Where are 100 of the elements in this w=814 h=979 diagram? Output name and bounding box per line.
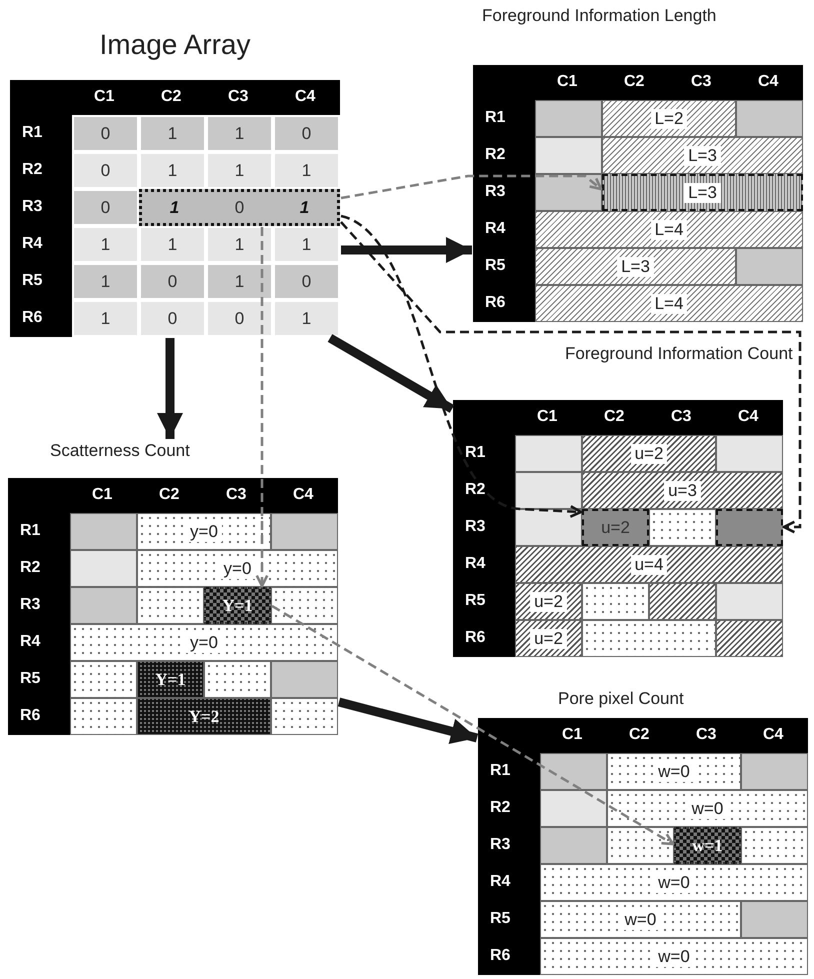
- cell-value: 1: [100, 308, 110, 328]
- row-header: R4: [22, 235, 42, 253]
- dashed-arrow: [340, 221, 802, 534]
- row-header: R1: [485, 109, 506, 127]
- column-header: C4: [295, 88, 316, 106]
- column-header: C1: [557, 73, 578, 91]
- cell-value: 0: [100, 198, 110, 218]
- cell-value: u=2: [601, 518, 630, 538]
- column-header: C4: [763, 726, 784, 744]
- column-header: C3: [691, 73, 712, 91]
- row-header: R1: [465, 444, 486, 462]
- column-header: C3: [226, 486, 246, 504]
- column-header: C4: [293, 486, 314, 504]
- row-header: R6: [485, 294, 506, 312]
- arrow: [157, 338, 183, 439]
- row-header: R2: [22, 161, 42, 179]
- cell-value: 1: [302, 160, 312, 180]
- cell-value: 0: [100, 160, 110, 180]
- row-header: R5: [20, 670, 40, 688]
- cell-value: w=1: [692, 836, 723, 856]
- row-header: R1: [490, 762, 510, 780]
- column-header: C2: [159, 486, 180, 504]
- column-header: C3: [696, 726, 716, 744]
- row-header: R2: [485, 146, 506, 164]
- row-header: R2: [20, 559, 40, 577]
- column-header: C2: [161, 88, 182, 106]
- cell-value: u=2: [630, 444, 668, 464]
- cell-value: 0: [100, 124, 110, 144]
- arrow: [338, 698, 478, 744]
- cell-value: u=2: [530, 592, 567, 612]
- highlighted-cell: [716, 509, 783, 546]
- row-header: R5: [22, 272, 42, 290]
- cell-value: 1: [234, 272, 244, 292]
- row-header: R1: [22, 124, 42, 142]
- cell-value: y=0: [186, 522, 222, 542]
- row-header: R3: [22, 198, 42, 216]
- cell-value: 0: [302, 124, 312, 144]
- cell-value: 1: [170, 198, 180, 218]
- cell-value: 1: [100, 234, 110, 254]
- row-header: R5: [465, 592, 486, 610]
- column-header: C1: [537, 408, 558, 426]
- cell-value: L=3: [617, 256, 654, 276]
- column-header: C4: [738, 408, 758, 426]
- highlighted-cell: [674, 827, 741, 864]
- row-header: R4: [490, 873, 510, 891]
- table-title: Scatterness Count: [50, 440, 191, 462]
- row-header: R4: [20, 633, 40, 651]
- cell-value: L=4: [650, 220, 688, 240]
- column-header: C3: [228, 88, 248, 106]
- cell-value: w=0: [688, 798, 728, 818]
- row-header: R1: [20, 522, 40, 540]
- row-header: R4: [465, 555, 486, 573]
- row-header: R2: [490, 799, 510, 817]
- cell-value: u=3: [664, 480, 701, 500]
- cell-value: 1: [168, 234, 178, 254]
- cell-value: L=3: [684, 146, 721, 166]
- row-header: R2: [465, 481, 486, 499]
- table-title: Pore pixel Count: [558, 688, 685, 710]
- highlighted-cell: [139, 189, 340, 226]
- table-title: Foreground Information Length: [482, 5, 718, 27]
- cell-value: 1: [100, 272, 110, 292]
- cell-value: y=0: [220, 558, 256, 578]
- column-header: C2: [604, 408, 624, 426]
- row-header: R6: [490, 947, 510, 965]
- dashed-arrow: [340, 214, 582, 518]
- row-header: R6: [22, 309, 42, 327]
- row-header: R6: [20, 707, 40, 725]
- cell-value: u=4: [630, 554, 668, 574]
- table-title: Foreground Information Count: [565, 343, 794, 365]
- column-header: C2: [629, 726, 650, 744]
- cell-value: 1: [300, 198, 310, 218]
- cell-value: 0: [234, 198, 244, 218]
- column-header: C2: [624, 73, 644, 91]
- cell-value: 1: [168, 124, 178, 144]
- cell-value: 1: [234, 160, 244, 180]
- cell-value: u=2: [530, 628, 567, 648]
- row-header: R3: [490, 836, 510, 854]
- cell-value: 0: [302, 272, 312, 292]
- arrow: [341, 237, 472, 263]
- column-header: C4: [758, 73, 778, 91]
- cell-value: 1: [302, 308, 312, 328]
- row-header: R3: [465, 518, 486, 536]
- row-header: R3: [20, 596, 40, 614]
- cell-value: L=2: [650, 108, 688, 128]
- row-header: R4: [485, 220, 506, 238]
- highlighted-cell: [582, 509, 649, 546]
- cell-value: 0: [168, 272, 178, 292]
- row-header: R5: [485, 257, 506, 275]
- cell-value: L=3: [684, 182, 721, 202]
- dashed-arrow: [340, 174, 602, 200]
- cell-value: Y=1: [222, 596, 253, 616]
- cell-value: 1: [168, 160, 178, 180]
- cell-value: Y=1: [155, 670, 186, 690]
- highlighted-cell: [602, 174, 803, 211]
- column-header: C1: [92, 486, 112, 504]
- row-header: R6: [465, 629, 486, 647]
- arrow: [328, 334, 454, 413]
- cell-value: y=0: [186, 632, 222, 652]
- cell-value: Y=2: [188, 706, 220, 726]
- highlighted-cell: [204, 587, 271, 624]
